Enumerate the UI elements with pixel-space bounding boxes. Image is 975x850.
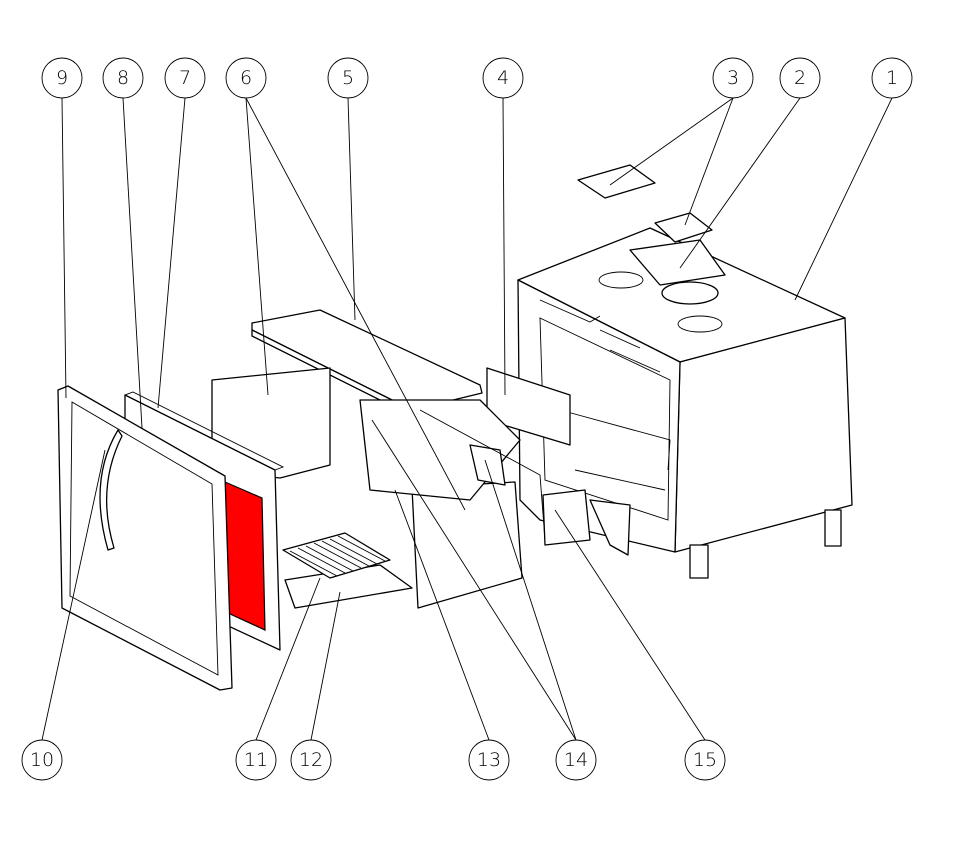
part-9-frame <box>57 385 233 691</box>
callout-label: 4 <box>497 67 509 89</box>
callout-label: 14 <box>564 749 588 771</box>
callout-3: 3 <box>712 57 754 99</box>
callout-14: 14 <box>555 739 597 781</box>
part-2-flue-collar <box>629 239 726 305</box>
part-15-box <box>542 489 631 556</box>
callout-4: 4 <box>482 57 524 99</box>
leader-lines <box>41 97 893 741</box>
callout-10: 10 <box>21 739 63 781</box>
callout-13: 13 <box>468 739 510 781</box>
part-4-baffle <box>486 367 571 446</box>
callout-2: 2 <box>779 57 821 99</box>
callout-label: 3 <box>727 67 739 89</box>
callout-8: 8 <box>102 57 144 99</box>
callout-5: 5 <box>327 57 369 99</box>
callout-label: 5 <box>342 67 354 89</box>
callout-1: 1 <box>871 57 913 99</box>
callout-label: 1 <box>886 67 898 89</box>
callout-label: 2 <box>794 67 806 89</box>
callout-6: 6 <box>225 57 267 99</box>
part-3-cover-plates <box>577 164 713 243</box>
callout-12: 12 <box>290 739 332 781</box>
callout-label: 11 <box>244 749 268 771</box>
part-10-handle <box>99 429 123 551</box>
part-1-stove-body <box>517 227 853 579</box>
callout-label: 6 <box>240 67 252 89</box>
callout-9: 9 <box>41 57 83 99</box>
callout-label: 10 <box>30 749 54 771</box>
callout-label: 13 <box>477 749 501 771</box>
callout-label: 8 <box>117 67 129 89</box>
callout-15: 15 <box>684 739 726 781</box>
callout-label: 7 <box>179 67 191 89</box>
callout-7: 7 <box>164 57 206 99</box>
callout-label: 15 <box>693 749 717 771</box>
callout-label: 12 <box>299 749 323 771</box>
callout-label: 9 <box>56 67 68 89</box>
part-11-grate <box>282 532 391 579</box>
callout-11: 11 <box>235 739 277 781</box>
